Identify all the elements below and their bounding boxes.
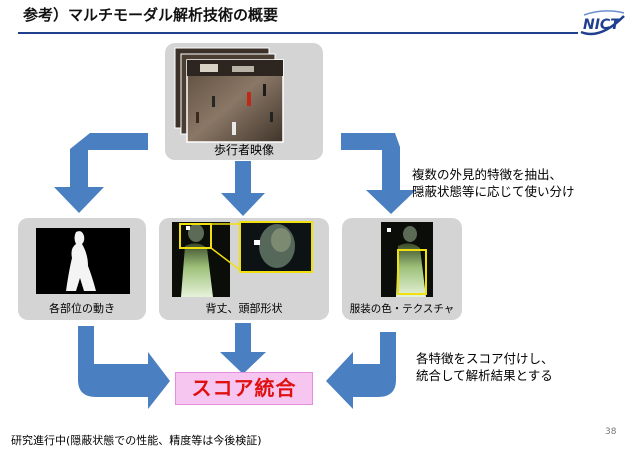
head-highlight <box>179 223 212 249</box>
merge-note-line2: 統合して解析結果とする <box>416 368 553 383</box>
title-divider <box>18 32 578 34</box>
panel-height-caption: 背丈、頭部形状 <box>206 301 283 315</box>
panel-clothing-caption: 服装の色・テクスチャ <box>350 302 455 315</box>
merge-note-line1: 各特徴をスコア付けし、 <box>416 351 554 366</box>
person-crop-image <box>172 222 230 297</box>
arrow-down-center <box>221 161 265 216</box>
footer-note: 研究進行中(隠蔽状態での性能、精度等は今後検証) <box>11 434 262 447</box>
video-frames-image <box>174 47 284 143</box>
page-number: 38 <box>605 427 617 437</box>
arrow-merge-right <box>326 332 396 409</box>
arrow-down-right <box>341 133 416 214</box>
score-integration-label: スコア統合 <box>175 372 313 405</box>
nict-logo-icon: NICT <box>580 10 625 36</box>
merge-note: 各特徴をスコア付けし、 統合して解析結果とする <box>416 350 554 384</box>
split-note: 複数の外見的特徴を抽出、 隠蔽状態等に応じて使い分け <box>412 166 575 200</box>
source-caption: 歩行者映像 <box>214 142 274 157</box>
head-zoom-frame <box>239 221 313 273</box>
clothing-crop-image <box>381 222 433 297</box>
logo-text: NICT <box>583 17 621 33</box>
arrow-down-left <box>54 133 148 213</box>
arrow-merge-center <box>220 323 266 374</box>
arrow-merge-left <box>78 326 170 409</box>
nict-logo: NICT <box>578 6 628 42</box>
clothing-highlight <box>397 249 427 295</box>
split-note-line2: 隠蔽状態等に応じて使い分け <box>412 184 575 199</box>
slide-title: 参考）マルチモーダル解析技術の概要 <box>23 6 279 24</box>
panel-motion-caption: 各部位の動き <box>49 301 115 315</box>
split-note-line1: 複数の外見的特徴を抽出、 <box>412 167 563 182</box>
head-zoom-image <box>240 222 312 272</box>
